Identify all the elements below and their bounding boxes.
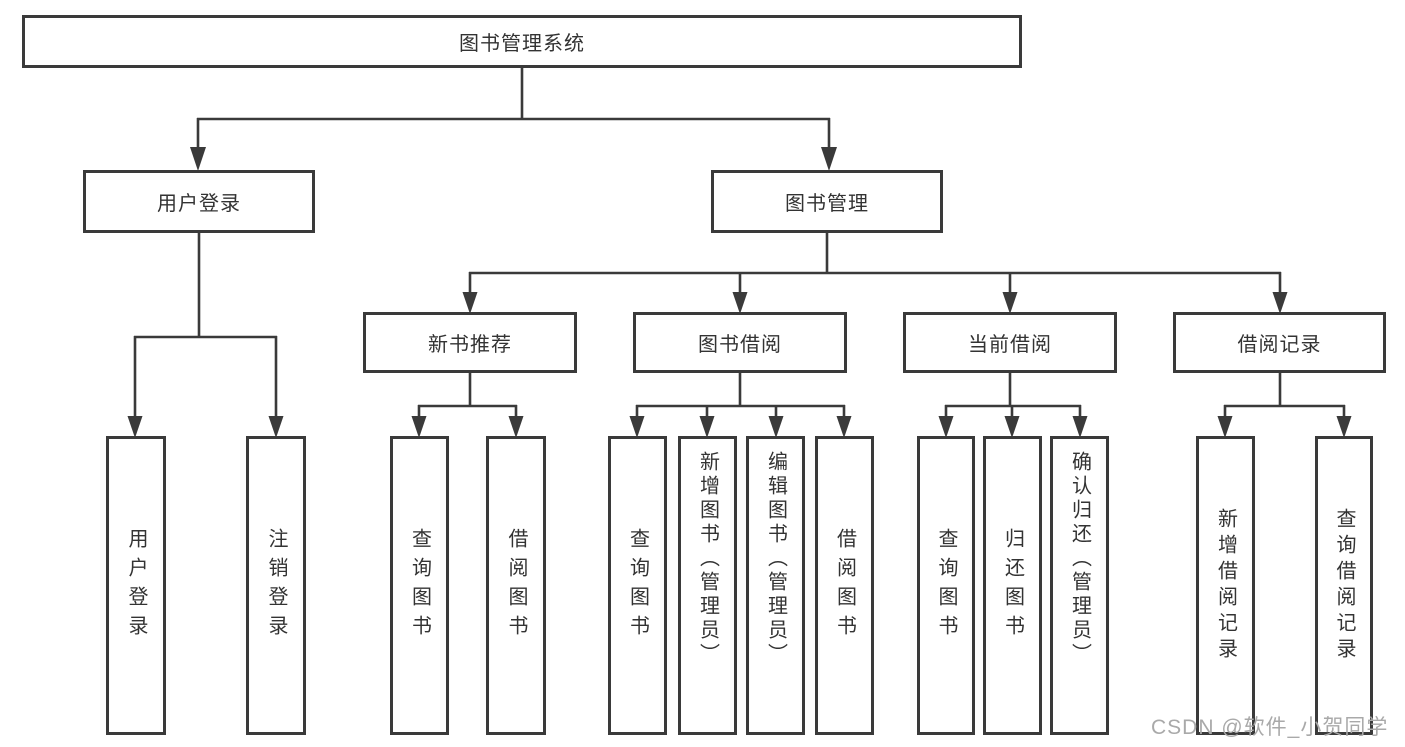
node-book-management: 图书管理 [711, 170, 943, 233]
leaf-borrow-books-recommend: 借阅图书 [486, 436, 546, 735]
leaf-query-books-current: 查询图书 [917, 436, 975, 735]
leaf-label: 新增图书（管理员） [696, 451, 719, 667]
leaf-label: 查询借阅记录 [1333, 507, 1355, 664]
leaf-confirm-return-admin: 确认归还（管理员） [1050, 436, 1109, 735]
node-root: 图书管理系统 [22, 15, 1022, 68]
arrowhead-group [127, 147, 1352, 438]
node-user-login: 用户登录 [83, 170, 315, 233]
leaf-label: 用户登录 [125, 527, 147, 644]
leaf-label: 借阅图书 [833, 527, 856, 644]
leaf-add-borrow-record: 新增借阅记录 [1196, 436, 1255, 735]
leaf-label: 确认归还（管理员） [1068, 451, 1091, 667]
leaf-label: 查询图书 [626, 527, 649, 644]
csdn-watermark: CSDN @软件_小贺同学 [1151, 716, 1389, 739]
node-borrow-records: 借阅记录 [1173, 312, 1386, 373]
leaf-query-books-recommend: 查询图书 [390, 436, 449, 735]
leaf-label: 编辑图书（管理员） [764, 451, 787, 667]
leaf-user-login: 用户登录 [106, 436, 166, 735]
leaf-query-borrow-record: 查询借阅记录 [1315, 436, 1373, 735]
node-book-borrow: 图书借阅 [633, 312, 847, 373]
leaf-label: 注销登录 [265, 527, 287, 644]
leaf-label: 查询图书 [408, 527, 431, 644]
leaf-label: 新增借阅记录 [1214, 507, 1237, 664]
leaf-label: 查询图书 [935, 527, 957, 644]
leaf-label: 借阅图书 [505, 527, 527, 644]
leaf-query-books-borrow: 查询图书 [608, 436, 667, 735]
leaf-return-books: 归还图书 [983, 436, 1042, 735]
leaf-add-books-admin: 新增图书（管理员） [678, 436, 737, 735]
leaf-borrow-books: 借阅图书 [815, 436, 874, 735]
leaf-logout: 注销登录 [246, 436, 306, 735]
leaf-label: 归还图书 [1001, 527, 1024, 644]
node-current-borrow: 当前借阅 [903, 312, 1117, 373]
leaf-edit-books-admin: 编辑图书（管理员） [746, 436, 805, 735]
node-new-book-recommend: 新书推荐 [363, 312, 577, 373]
